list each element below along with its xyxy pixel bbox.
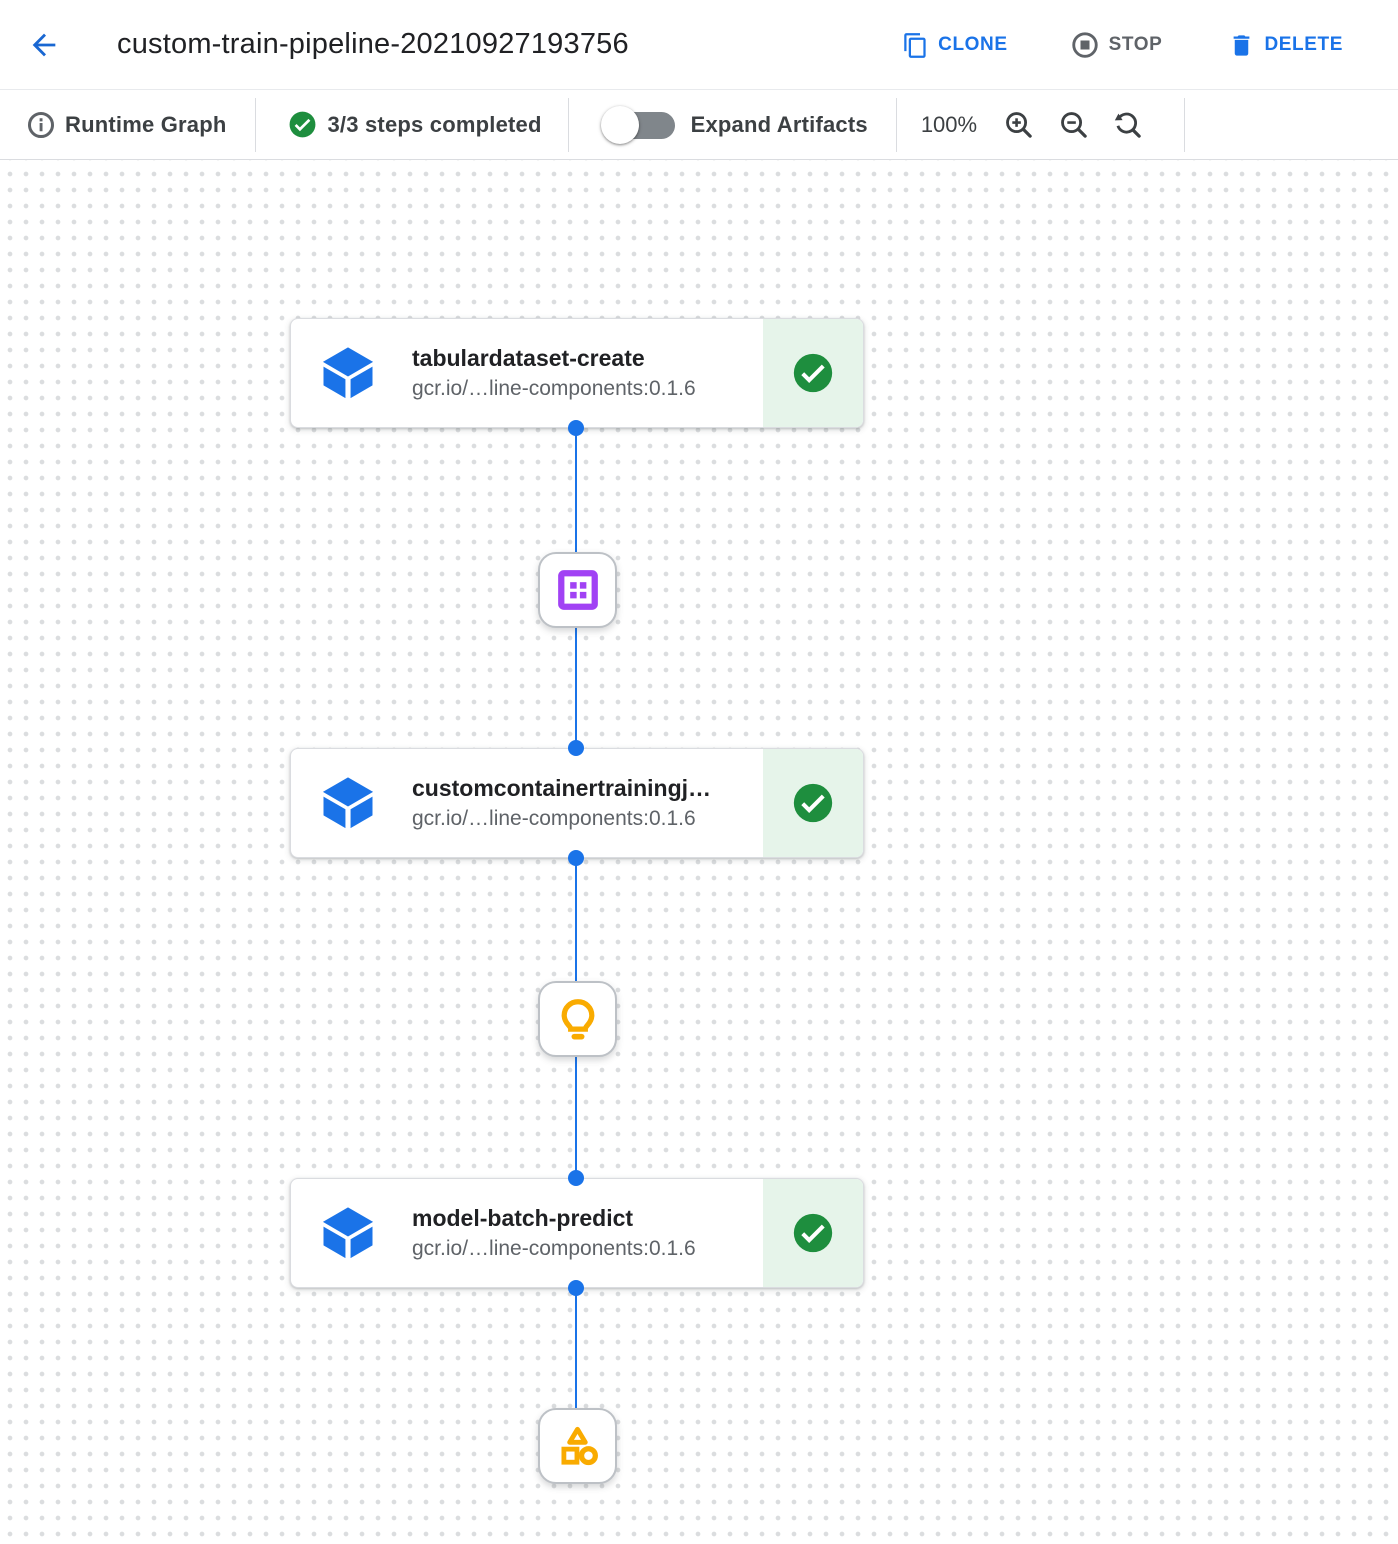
zoom-out-button[interactable]: [1056, 108, 1090, 142]
back-button[interactable]: [27, 28, 61, 62]
node-subtitle: gcr.io/…line-components:0.1.6: [412, 1237, 696, 1260]
zoom-reset-icon: [1114, 112, 1141, 138]
artifact-types-icon: [560, 1426, 598, 1466]
artifact-node-model[interactable]: [538, 981, 617, 1057]
component-cube-icon: [320, 1205, 376, 1261]
toolbar: Runtime Graph 3/3 steps completed Expand…: [0, 90, 1398, 160]
model-icon: [561, 999, 594, 1040]
stop-button[interactable]: STOP: [1070, 30, 1163, 60]
dataset-icon: [557, 570, 598, 610]
output-port: [568, 850, 584, 866]
steps-completed-label: 3/3 steps completed: [327, 111, 542, 137]
artifact-node-dataset[interactable]: [538, 552, 617, 628]
zoom-in-icon: [1005, 112, 1032, 138]
node-subtitle: gcr.io/…line-components:0.1.6: [412, 377, 696, 400]
page-title: custom-train-pipeline-20210927193756: [117, 28, 629, 60]
toolbar-divider: [1184, 97, 1186, 152]
arrow-back-icon: [32, 33, 56, 56]
zoom-level: 100%: [920, 111, 978, 137]
component-cube-icon: [320, 345, 376, 401]
node-title: customcontainertrainingj…: [412, 775, 712, 801]
zoom-reset-button[interactable]: [1110, 108, 1144, 142]
input-port: [568, 740, 584, 756]
edge: [575, 1288, 577, 1408]
edge: [575, 628, 577, 748]
component-cube-icon: [320, 775, 376, 831]
output-port: [568, 420, 584, 436]
edge: [575, 1057, 577, 1178]
expand-artifacts-toggle[interactable]: [600, 105, 675, 145]
stop-icon: [1071, 32, 1098, 58]
runtime-graph-label: Runtime Graph: [65, 111, 227, 137]
delete-button-label: DELETE: [1264, 34, 1343, 55]
input-port: [568, 1170, 584, 1186]
toolbar-divider: [895, 97, 897, 152]
expand-artifacts-label: Expand Artifacts: [690, 111, 868, 137]
toggle-knob: [600, 105, 639, 144]
stop-button-label: STOP: [1108, 34, 1163, 55]
success-check-icon: [793, 783, 833, 823]
success-check-icon: [793, 353, 833, 393]
output-port: [568, 1280, 584, 1296]
header-actions: CLONE STOP DELETE: [902, 0, 1398, 90]
artifact-node-artifact[interactable]: [538, 1408, 617, 1484]
node-title: tabulardataset-create: [412, 345, 645, 371]
node-subtitle: gcr.io/…line-components:0.1.6: [412, 807, 696, 830]
success-check-icon: [793, 1213, 833, 1253]
edge: [575, 428, 577, 552]
delete-icon: [1234, 34, 1250, 56]
edge: [575, 858, 577, 981]
clone-button-label: CLONE: [938, 34, 1008, 55]
zoom-in-button[interactable]: [1001, 108, 1035, 142]
pipeline-canvas[interactable]: tabulardataset-create gcr.io/…line-compo…: [0, 160, 1398, 1544]
delete-button[interactable]: DELETE: [1228, 32, 1343, 59]
node-status-section: [763, 1179, 863, 1287]
toolbar-divider: [567, 97, 569, 152]
zoom-out-icon: [1060, 112, 1087, 138]
clone-button[interactable]: CLONE: [902, 32, 1008, 59]
toolbar-divider: [254, 97, 256, 152]
clone-icon: [904, 32, 926, 58]
node-title: model-batch-predict: [412, 1205, 634, 1231]
check-circle-icon: [287, 109, 318, 140]
node-status-section: [763, 749, 863, 857]
pipeline-node-model-batch-predict[interactable]: model-batch-predict gcr.io/…line-compone…: [290, 1178, 864, 1288]
pipeline-node-customcontainertrainingjob[interactable]: customcontainertrainingj… gcr.io/…line-c…: [290, 748, 864, 858]
info-icon[interactable]: [26, 110, 56, 140]
pipeline-node-tabulardataset-create[interactable]: tabulardataset-create gcr.io/…line-compo…: [290, 318, 864, 428]
header: custom-train-pipeline-20210927193756 CLO…: [0, 0, 1398, 90]
node-status-section: [763, 319, 863, 427]
